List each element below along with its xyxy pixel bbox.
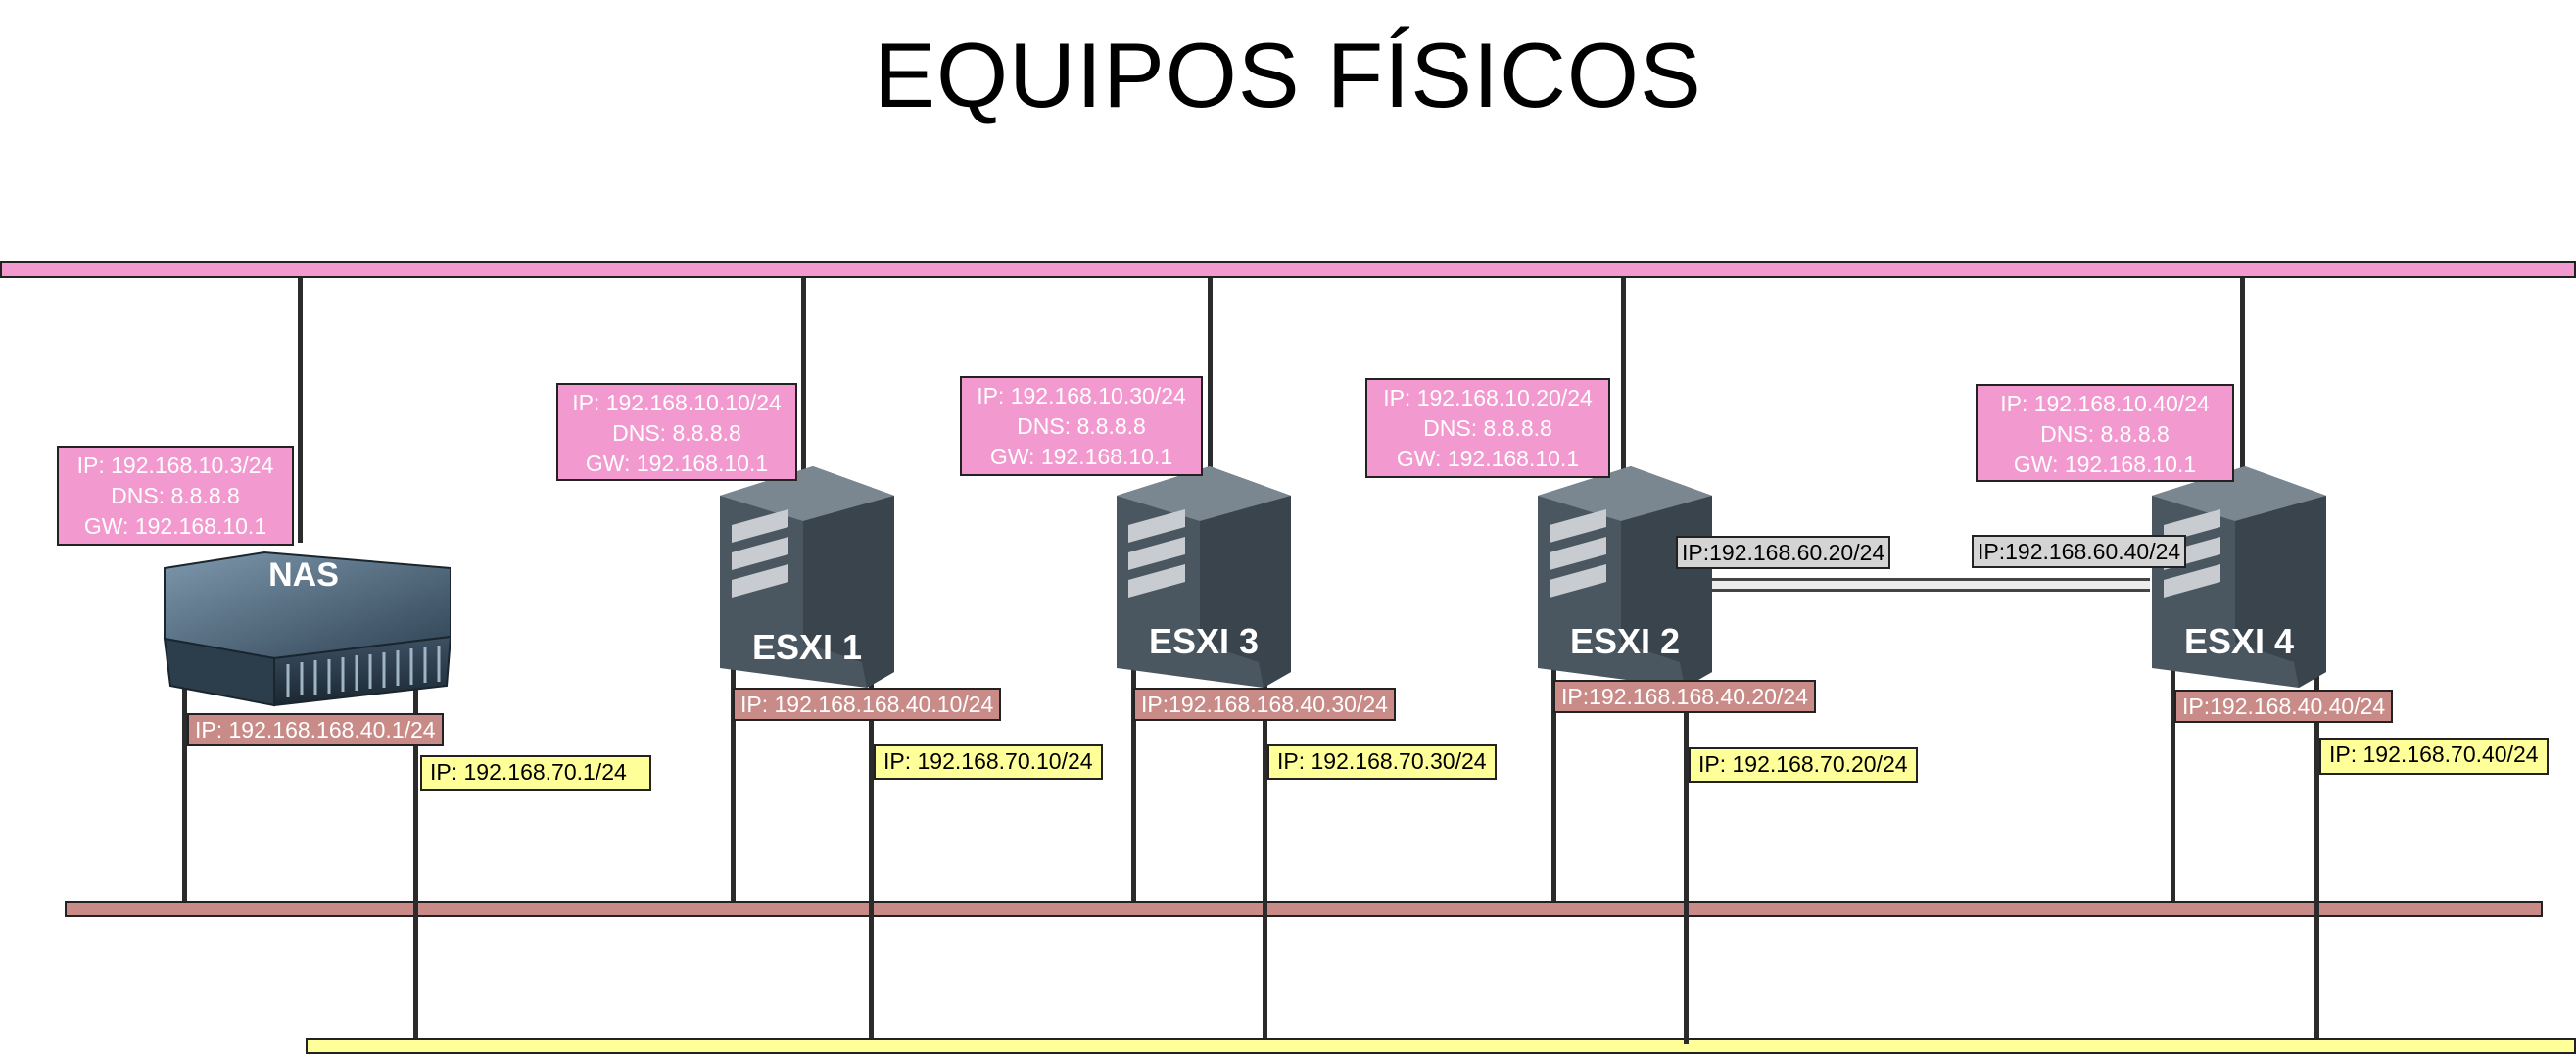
esxi1-vmotion-ip-label: IP: 192.168.70.10/24	[874, 744, 1103, 780]
gw-line: GW: 192.168.10.1	[2013, 452, 2197, 477]
esxi2-server: ESXI 2	[1538, 466, 1724, 692]
esxi2-config-label: IP: 192.168.10.20/24 DNS: 8.8.8.8 GW: 19…	[1365, 378, 1610, 478]
esxi3-server: ESXI 3	[1117, 466, 1303, 692]
nas-vmotion-ip-label: IP: 192.168.70.1/24	[420, 755, 651, 790]
esxi1-config-label: IP: 192.168.10.10/24 DNS: 8.8.8.8 GW: 19…	[556, 383, 797, 481]
ip-line: IP: 192.168.10.40/24	[2000, 391, 2210, 416]
esxi3-name: ESXI 3	[1148, 621, 1260, 661]
esxi3-storage-ip-label: IP:192.168.168.40.30/24	[1133, 688, 1396, 721]
management-bus	[0, 261, 2576, 278]
esxi1-management-wire	[801, 278, 806, 470]
esxi2-management-wire	[1621, 278, 1626, 472]
nas-storage-icon	[163, 551, 453, 707]
dns-line: DNS: 8.8.8.8	[612, 420, 741, 446]
dns-line: DNS: 8.8.8.8	[111, 483, 240, 508]
server-icon	[1117, 466, 1291, 688]
server-icon	[1538, 466, 1712, 688]
server-icon	[2152, 466, 2326, 688]
esxi2-storage-wire	[1551, 666, 1556, 901]
esxi1-server: ESXI 1	[720, 466, 906, 692]
esxi3-vmotion-ip-label: IP: 192.168.70.30/24	[1267, 744, 1497, 780]
ip-line: IP: 192.168.10.3/24	[76, 453, 274, 478]
esxi4-link-ip-label: IP:192.168.60.40/24	[1972, 535, 2187, 568]
nas-vmotion-wire	[413, 676, 418, 1038]
esxi2-esxi4-link	[1709, 578, 2150, 592]
gw-line: GW: 192.168.10.1	[989, 444, 1173, 469]
esxi4-storage-ip-label: IP:192.168.40.40/24	[2174, 690, 2394, 723]
esxi3-vmotion-wire	[1263, 666, 1267, 1038]
nas-management-wire	[298, 278, 303, 543]
esxi4-storage-wire	[2171, 666, 2175, 901]
esxi4-name: ESXI 4	[2183, 621, 2295, 661]
esxi3-management-wire	[1208, 278, 1213, 468]
esxi1-name: ESXI 1	[751, 627, 863, 667]
esxi2-vmotion-ip-label: IP: 192.168.70.20/24	[1689, 747, 1918, 783]
nas-device: NAS	[157, 549, 453, 715]
esxi3-storage-wire	[1131, 666, 1136, 901]
nas-storage-wire	[182, 676, 187, 901]
dns-line: DNS: 8.8.8.8	[2040, 421, 2170, 447]
nas-storage-ip-label: IP: 192.168.168.40.1/24	[187, 713, 444, 746]
gw-line: GW: 192.168.10.1	[1396, 446, 1580, 471]
nas-config-label: IP: 192.168.10.3/24 DNS: 8.8.8.8 GW: 192…	[57, 446, 294, 546]
dns-line: DNS: 8.8.8.8	[1017, 413, 1146, 439]
diagram-title: EQUIPOS FÍSICOS	[874, 24, 1702, 126]
ip-line: IP: 192.168.10.10/24	[572, 390, 782, 415]
nas-name: NAS	[268, 556, 339, 594]
esxi2-storage-ip-label: IP:192.168.168.40.20/24	[1553, 680, 1816, 713]
esxi4-config-label: IP: 192.168.10.40/24 DNS: 8.8.8.8 GW: 19…	[1976, 384, 2234, 482]
esxi2-link-ip-label: IP:192.168.60.20/24	[1676, 536, 1891, 569]
gw-line: GW: 192.168.10.1	[585, 451, 769, 476]
esxi3-config-label: IP: 192.168.10.30/24 DNS: 8.8.8.8 GW: 19…	[960, 376, 1203, 476]
esxi4-vmotion-ip-label: IP: 192.168.70.40/24	[2319, 738, 2549, 775]
gw-line: GW: 192.168.10.1	[83, 513, 267, 539]
ip-line: IP: 192.168.10.20/24	[1383, 385, 1593, 410]
vmotion-bus	[306, 1038, 2576, 1054]
server-icon	[720, 466, 894, 688]
esxi2-vmotion-wire	[1684, 666, 1689, 1044]
storage-bus	[65, 901, 2543, 917]
esxi4-server: ESXI 4	[2152, 466, 2338, 692]
esxi2-name: ESXI 2	[1569, 621, 1681, 661]
esxi4-management-wire	[2240, 278, 2245, 472]
esxi1-storage-ip-label: IP: 192.168.168.40.10/24	[733, 688, 1002, 721]
esxi1-vmotion-wire	[869, 666, 874, 1038]
dns-line: DNS: 8.8.8.8	[1423, 415, 1552, 441]
esxi1-storage-wire	[731, 666, 736, 901]
ip-line: IP: 192.168.10.30/24	[977, 383, 1186, 408]
esxi4-vmotion-wire	[2314, 666, 2319, 1038]
